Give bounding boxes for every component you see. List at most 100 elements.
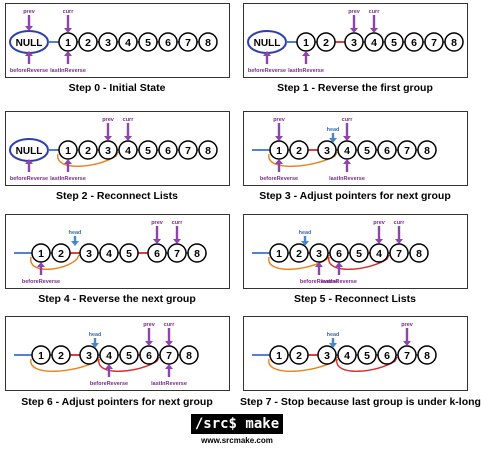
prev-pointer-label: prev [373, 220, 386, 226]
head-pointer-arrow [329, 133, 337, 143]
node-value: 4 [106, 350, 112, 362]
list-node: 6 [377, 345, 397, 365]
curr-pointer-label: curr [394, 220, 406, 226]
node-value: 1 [38, 248, 44, 260]
before_reverse-pointer-arrow [315, 262, 323, 275]
head-pointer-label: head [69, 230, 82, 236]
list-node: 7 [159, 345, 179, 365]
before_reverse-pointer-label: beforeReverse [300, 279, 338, 285]
step-1-caption: Step 1 - Reverse the first group [277, 82, 433, 94]
list-node: 5 [357, 140, 377, 160]
list-node: 4 [118, 140, 138, 160]
list-node: 2 [78, 140, 98, 160]
list-node: 5 [138, 140, 158, 160]
list-node: 8 [444, 32, 464, 52]
node-value: 4 [376, 248, 382, 260]
node-value: 7 [404, 350, 410, 362]
list-node: 1 [58, 32, 78, 52]
before_reverse-pointer-arrow [105, 364, 113, 377]
node-value: 4 [125, 37, 131, 49]
list-node: 3 [98, 32, 118, 52]
node-value: 6 [384, 145, 390, 157]
prev-pointer-arrow [104, 123, 112, 141]
prev-pointer-arrow [350, 15, 358, 33]
step-3-caption: Step 3 - Adjust pointers for next group [259, 190, 451, 202]
last_in_reverse-pointer-label: lastInReverse [151, 381, 187, 387]
curr-pointer-label: curr [123, 117, 135, 123]
node-value: 7 [404, 145, 410, 157]
curr-pointer-arrow [343, 123, 351, 141]
node-value: 5 [356, 248, 362, 260]
list-node: 6 [158, 32, 178, 52]
list-node: 4 [337, 345, 357, 365]
last_in_reverse-pointer-label: lastInReverse [329, 176, 365, 182]
list-node: 3 [317, 345, 337, 365]
node-value: 8 [451, 37, 457, 49]
node-value: 2 [85, 37, 91, 49]
curr-pointer-arrow [370, 15, 378, 33]
before_reverse-pointer-label: beforeReverse [248, 68, 286, 74]
list-node: 6 [139, 345, 159, 365]
list-node: 6 [147, 243, 167, 263]
list-node: 5 [119, 243, 139, 263]
list-node: 5 [138, 32, 158, 52]
list-node: 4 [118, 32, 138, 52]
node-value: 7 [185, 145, 191, 157]
last_in_reverse-pointer-label: lastInReverse [321, 279, 357, 285]
head-pointer-arrow [91, 338, 99, 348]
prev-pointer-label: prev [401, 322, 414, 328]
list-node: 1 [31, 345, 51, 365]
node-value: 6 [165, 145, 171, 157]
list-node: 4 [369, 243, 389, 263]
before_reverse-pointer-label: beforeReverse [90, 381, 128, 387]
before_reverse-pointer-label: beforeReverse [10, 68, 48, 74]
node-value: 7 [431, 37, 437, 49]
step-7-caption: Step 7 - Stop because last group is unde… [240, 396, 481, 408]
list-node: 8 [198, 140, 218, 160]
curr-pointer-label: curr [369, 9, 381, 15]
list-node: 7 [167, 243, 187, 263]
node-value: 5 [364, 145, 370, 157]
list-node: 8 [198, 32, 218, 52]
node-value: 5 [126, 248, 132, 260]
list-node: 2 [289, 345, 309, 365]
prev-pointer-arrow [375, 226, 383, 244]
curr-pointer-label: curr [63, 9, 75, 15]
prev-pointer-label: prev [23, 9, 36, 15]
list-node: 3 [98, 140, 118, 160]
before_reverse-pointer-arrow [275, 159, 283, 172]
node-value: 3 [324, 350, 330, 362]
list-node: 5 [357, 345, 377, 365]
last_in_reverse-pointer-arrow [335, 262, 343, 275]
reconnect-loop-0 [30, 254, 80, 270]
before_reverse-pointer-arrow [37, 262, 45, 275]
head-pointer-label: head [327, 332, 340, 338]
prev-pointer-label: prev [348, 9, 361, 15]
list-node: 6 [377, 140, 397, 160]
node-value: 8 [186, 350, 192, 362]
list-node: 7 [178, 32, 198, 52]
list-node: 5 [384, 32, 404, 52]
list-node: 2 [289, 140, 309, 160]
node-value: 7 [174, 248, 180, 260]
node-value: 3 [105, 145, 111, 157]
list-node: 8 [187, 243, 207, 263]
srcmake-logo: /src$ make [191, 414, 283, 434]
node-value: 1 [276, 248, 282, 260]
list-node: 2 [316, 32, 336, 52]
srcmake-url: www.srcmake.com [201, 436, 273, 445]
curr-pointer-arrow [395, 226, 403, 244]
last_in_reverse-pointer-label: lastInReverse [288, 68, 324, 74]
last_in_reverse-pointer-label: lastInReverse [50, 68, 86, 74]
list-node: 8 [409, 243, 429, 263]
prev-pointer-label: prev [143, 322, 156, 328]
head-pointer-arrow [301, 236, 309, 246]
list-node: 8 [179, 345, 199, 365]
